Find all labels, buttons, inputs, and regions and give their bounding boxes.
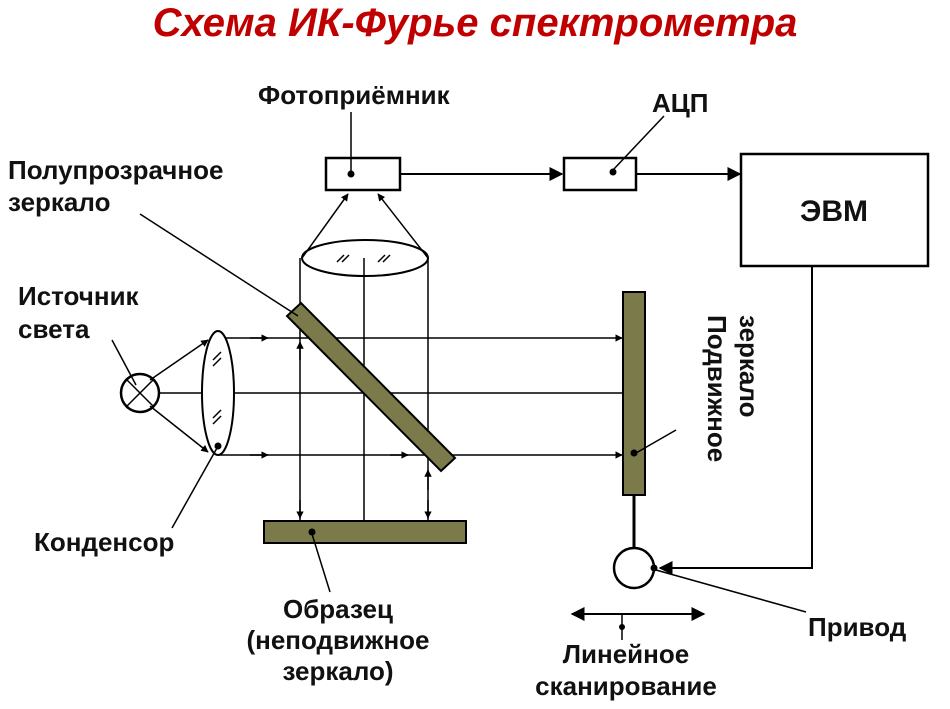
drive-label: Привод	[808, 612, 907, 642]
source-label-2: света	[18, 314, 90, 344]
beamsplitter	[285, 301, 457, 473]
lens-hatch	[341, 254, 350, 263]
focusing-lens	[301, 239, 429, 277]
focus-ray-right	[377, 193, 429, 259]
adc-box	[562, 156, 638, 192]
source-ray-down	[149, 405, 209, 453]
sample-pointer	[311, 533, 331, 593]
condenser-lens	[201, 330, 235, 456]
condenser-hatch	[212, 409, 222, 419]
computer-box	[739, 152, 930, 268]
source-pointer	[111, 339, 137, 386]
condenser-dot	[214, 442, 222, 450]
source-label-1: Источник	[18, 281, 140, 311]
drive-dot	[650, 564, 658, 572]
condenser-hatch	[212, 351, 222, 361]
lens-hatch	[382, 254, 391, 263]
control-line-computer-drive	[658, 266, 813, 575]
sample-label-3: зеркало)	[282, 656, 393, 686]
moving-mirror-label-2: зеркало	[734, 315, 764, 417]
moving-mirror-dot	[630, 449, 638, 457]
sample-mirror	[263, 520, 467, 544]
lens-hatch	[336, 254, 345, 263]
scan-label-1: Линейное	[563, 639, 689, 669]
moving-mirror	[622, 291, 646, 496]
moving-mirror-pointer	[635, 429, 677, 454]
adc-pointer	[612, 115, 665, 171]
condenser-label: Конденсор	[34, 527, 174, 557]
drive-motor	[612, 546, 656, 590]
beamsplitter-pointer	[139, 213, 299, 317]
photodetector-dot	[347, 170, 355, 178]
condenser-pointer	[171, 447, 218, 529]
scan-label-2: сканирование	[535, 671, 717, 701]
photodetector-box	[324, 156, 402, 192]
condenser-hatch	[212, 415, 222, 425]
focus-ray-left	[301, 193, 349, 259]
sample-label-2: (неподвижное	[246, 625, 429, 655]
adc-label: АЦП	[652, 88, 708, 118]
computer-label: ЭВМ	[800, 195, 868, 228]
condenser-hatch	[212, 357, 222, 367]
diagram-title: Схема ИК-Фурье спектрометра	[153, 1, 798, 45]
source-cross	[126, 379, 154, 407]
beamsplitter-label-2: зеркало	[8, 187, 110, 217]
moving-mirror-label-1: Подвижное	[702, 315, 732, 462]
drive-pointer	[655, 569, 807, 613]
source-ray-up	[149, 339, 209, 381]
sample-dot	[308, 528, 316, 536]
beamsplitter-label-1: Полупрозрачное	[8, 155, 223, 185]
photodetector-label: Фотоприёмник	[258, 80, 451, 110]
sample-label-1: Образец	[283, 594, 393, 624]
adc-dot	[609, 168, 617, 176]
lens-hatch	[377, 254, 386, 263]
